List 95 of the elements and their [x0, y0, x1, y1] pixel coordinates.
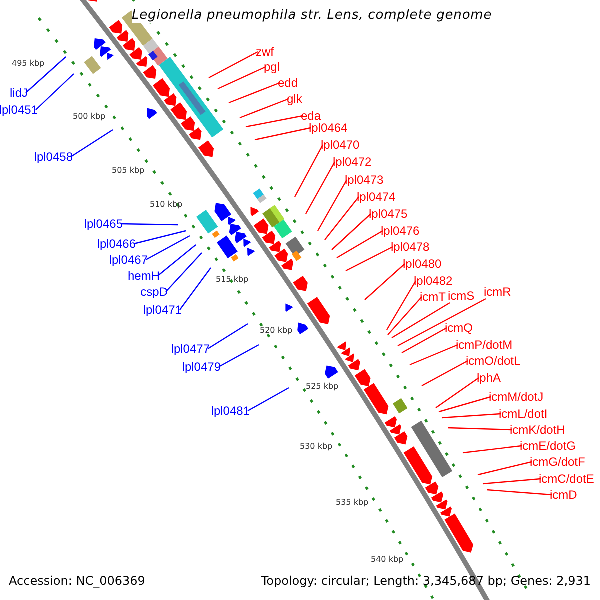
leader-line [462, 445, 522, 454]
leader-line [402, 327, 448, 354]
leader-line [36, 74, 74, 110]
scale-label: 525 kbp [306, 382, 339, 392]
gene-label: glk [287, 92, 302, 106]
gene-label: lpl0480 [403, 257, 442, 271]
leader-line [134, 230, 186, 245]
gene-label: icmS [448, 289, 475, 303]
leader-line [180, 268, 212, 310]
leader-line [120, 223, 178, 226]
gene-label: cspD [140, 285, 168, 299]
gene-label: lpl0470 [321, 138, 360, 152]
leader-line [166, 252, 202, 292]
leader-line [386, 280, 417, 330]
leader-line [208, 324, 248, 350]
leader-line [392, 302, 450, 339]
gene-label: lidJ [10, 86, 28, 100]
gene-label: lpl0473 [345, 173, 384, 187]
leader-line [248, 387, 290, 412]
gene-label: hemH [128, 269, 160, 283]
gene-label: icmL/dotI [499, 407, 548, 421]
leader-line [317, 180, 348, 232]
gene-label: icmO/dotL [466, 354, 521, 368]
leader-line [398, 298, 486, 347]
gene-label: icmQ [445, 321, 473, 335]
leader-line [486, 489, 552, 496]
gene-label: eda [301, 109, 322, 123]
leader-line [294, 144, 324, 198]
scale-label: 495 kbp [12, 59, 45, 69]
gene-label: icmG/dotF [530, 455, 586, 469]
gene-label: edd [278, 76, 298, 90]
leader-line [336, 230, 384, 259]
leader-line [246, 115, 304, 128]
leader-line [158, 244, 196, 276]
leader-line [218, 344, 260, 368]
gene-label: lpl0474 [357, 190, 396, 204]
scale-label: 515 kbp [216, 275, 249, 285]
gene-label: lpl0467 [109, 253, 148, 267]
gene-label: icmK/dotH [510, 423, 566, 437]
leader-line [410, 344, 458, 366]
gene-label: lpl0472 [333, 155, 372, 169]
leader-line [442, 413, 502, 419]
gene-label: icmE/dotG [520, 439, 576, 453]
scale-label: 540 kbp [371, 555, 404, 565]
scale-label: 510 kbp [150, 200, 183, 210]
leader-line [478, 461, 532, 476]
scale-label: 520 kbp [260, 326, 293, 336]
gene-label: lpl0471 [143, 303, 182, 317]
leader-line [324, 196, 360, 240]
leader-line [436, 378, 480, 408]
gene-label: lpl0481 [211, 404, 250, 418]
gene-label: lpl0451 [0, 103, 38, 117]
gene-label: zwf [256, 45, 274, 59]
gene-label: lpl0482 [414, 274, 453, 288]
genome-info-label: Topology: circular; Length: 3,345,687 bp; Genes: 2,931 [261, 574, 591, 588]
gene-label: lpl0458 [34, 150, 73, 164]
gene-label: lpl0464 [309, 121, 348, 135]
leader-line [70, 130, 114, 158]
gene-label: pgl [264, 60, 280, 74]
scale-label: 505 kbp [112, 166, 145, 176]
gene-label: icmC/dotE [539, 472, 594, 486]
scale-label: 535 kbp [336, 498, 369, 508]
gene-label: lpl0475 [369, 207, 408, 221]
scale-label: 500 kbp [73, 112, 106, 122]
gene-label: lpl0478 [391, 240, 430, 254]
gene-label: icmP/dotM [456, 338, 513, 352]
leader-line [388, 296, 422, 336]
scale-label: 530 kbp [300, 442, 333, 452]
leader-line [346, 246, 394, 272]
gene-label: icmM/dotJ [489, 390, 544, 404]
gene-label: lphA [477, 371, 502, 385]
leader-line [240, 98, 290, 119]
gene-label: icmT [420, 290, 446, 304]
gene-label: lpl0476 [381, 224, 420, 238]
leader-line [305, 162, 336, 214]
gene-label: icmD [550, 488, 578, 502]
leader-line [482, 478, 542, 485]
gene-label: lpl0465 [84, 217, 123, 231]
gene-label: icmR [484, 285, 512, 299]
gene-label: lpl0477 [171, 342, 210, 356]
leader-line [332, 214, 372, 250]
leader-line [218, 66, 266, 90]
leader-line [364, 264, 406, 300]
leader-line [448, 427, 512, 431]
leader-line [208, 51, 258, 79]
accession-label: Accession: NC_006369 [9, 574, 146, 588]
leader-line [26, 56, 66, 94]
leader-line [438, 396, 492, 413]
leader-line [254, 127, 312, 141]
leader-line [422, 360, 468, 387]
gene-label: lpl0479 [182, 360, 221, 374]
leader-line [228, 82, 280, 104]
leader-line [146, 235, 190, 261]
gene-label: lpl0466 [97, 237, 136, 251]
diagram-title: Legionella pneumophila str. Lens, complete genome [132, 9, 492, 23]
